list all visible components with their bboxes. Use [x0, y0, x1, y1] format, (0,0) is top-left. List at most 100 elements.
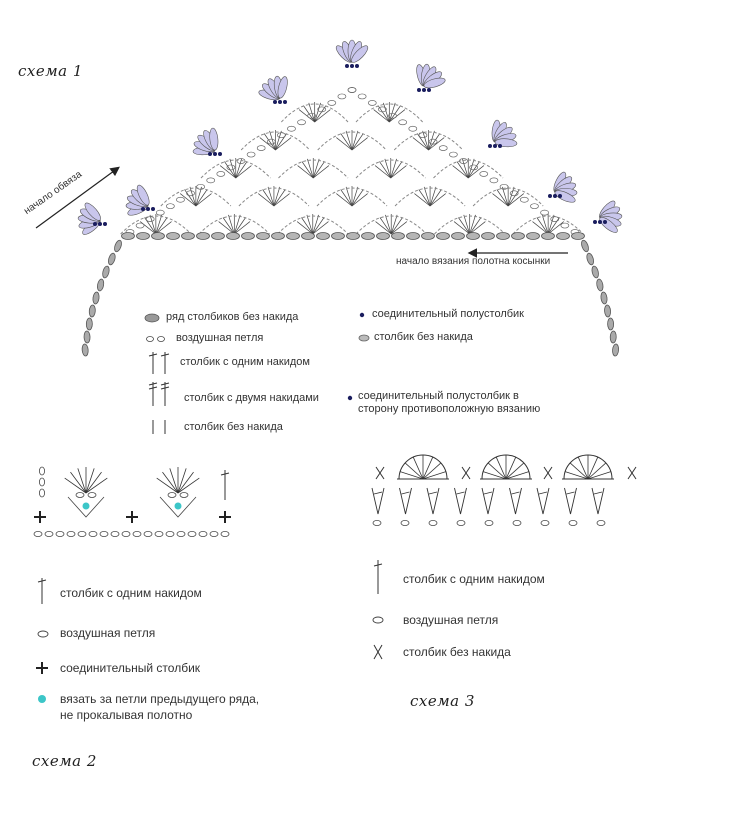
- chain-stitch: [110, 531, 120, 538]
- join-dot: [141, 207, 145, 211]
- fan-stitch: [273, 193, 290, 207]
- fan-stitch: [234, 221, 251, 235]
- edge-chain: [459, 158, 468, 164]
- fan-stitch: [577, 456, 589, 480]
- join-dot: [493, 144, 497, 148]
- edge-chain: [398, 119, 408, 126]
- edge-chain: [266, 138, 276, 145]
- fan-stitch: [384, 158, 392, 179]
- slip-stitch-cross-icon: [36, 662, 48, 674]
- fan-stitch: [351, 133, 364, 151]
- join-dot: [553, 194, 557, 198]
- scheme-1-legend-icons: [144, 312, 370, 434]
- edge-chain: [287, 125, 296, 132]
- fan-stitch: [547, 221, 565, 235]
- chain-stitch: [99, 531, 109, 538]
- edge-chain: [337, 93, 347, 100]
- fan-stitch: [229, 158, 237, 179]
- fan-stitch: [456, 161, 469, 179]
- s2-legend-chain: воздушная петля: [60, 626, 156, 640]
- join-dot: [218, 152, 222, 156]
- dc-bar: [566, 491, 575, 495]
- scheme-1-lace-flowers: [77, 39, 623, 235]
- edge-chain: [135, 222, 145, 229]
- fan-stitch: [547, 214, 555, 235]
- chain-stitch: [372, 520, 382, 527]
- edge-chain: [327, 100, 337, 106]
- fan-stitch: [267, 186, 275, 207]
- fan-stitch: [85, 477, 108, 494]
- v-stitch: [536, 487, 550, 515]
- fan-stitch: [547, 217, 560, 235]
- fan-stitch: [388, 102, 396, 123]
- base-row-stitch: [391, 232, 405, 240]
- fan-stitch: [428, 130, 435, 151]
- fan-stitch: [235, 161, 248, 179]
- chain-arch: [355, 159, 426, 179]
- scheme-1-fan-mesh: [120, 87, 584, 235]
- oval-filled-icon: [144, 313, 160, 323]
- chain-stitch: [121, 531, 131, 538]
- fan-stitch: [297, 165, 314, 179]
- chain-stitch: [39, 466, 46, 476]
- join-dot: [427, 88, 431, 92]
- join-dot: [213, 152, 217, 156]
- chain-stitch: [88, 531, 98, 538]
- edge-chain: [550, 216, 560, 222]
- chain-stitch: [87, 492, 97, 498]
- fan-stitch: [64, 477, 87, 494]
- edge-chain: [166, 203, 175, 210]
- edge-chain: [206, 177, 216, 184]
- fan-stitch: [340, 133, 353, 151]
- lace-flower: [593, 200, 623, 233]
- edge-chain: [388, 112, 397, 119]
- fan-stitch: [301, 217, 314, 235]
- chain-stitch: [44, 531, 54, 538]
- fan-stitch: [233, 214, 241, 235]
- chain-stitch: [33, 531, 43, 538]
- fan-stitch: [414, 193, 431, 207]
- edging-chain-stitch: [581, 239, 589, 253]
- fan-stitch: [351, 130, 359, 151]
- fan-stitch: [423, 186, 431, 207]
- chain-arch: [434, 215, 506, 235]
- legend-slip-reverse: соединительный полустолбик в: [358, 390, 519, 402]
- chain-arch: [355, 215, 427, 235]
- fan-stitch: [390, 165, 407, 179]
- v-stitch: [454, 487, 467, 515]
- base-row-stitch: [286, 232, 300, 240]
- edge-chain: [317, 106, 327, 113]
- edge-chain: [540, 209, 549, 216]
- base-row-stitch: [526, 232, 540, 240]
- dc-stitch: [220, 472, 230, 476]
- fan-stitch: [235, 165, 252, 179]
- base-row-stitch: [256, 232, 270, 240]
- base-row-stitch: [271, 232, 285, 240]
- lace-flower: [77, 202, 107, 235]
- chain-stitch: [39, 477, 46, 487]
- edge-chain: [145, 216, 155, 222]
- fan-stitch: [351, 186, 359, 207]
- edging-chain-stitch: [607, 317, 615, 331]
- chain-arch: [278, 159, 349, 179]
- fan-stitch: [351, 137, 368, 151]
- fan-stitch: [422, 471, 446, 480]
- chain-stitch: [187, 531, 197, 538]
- join-dot: [350, 64, 354, 68]
- base-row-stitch: [331, 232, 345, 240]
- sc-x-stitch: [375, 466, 385, 480]
- base-row-stitch: [346, 232, 360, 240]
- lace-flower: [335, 39, 369, 68]
- fan-stitch: [70, 471, 87, 494]
- legend-slip: соединительный полустолбик: [372, 308, 524, 320]
- dc-bar: [593, 491, 603, 495]
- chain-stitch: [596, 520, 606, 527]
- fan-stitch: [77, 468, 87, 494]
- dc-bar: [401, 491, 410, 495]
- edging-chain-stitch: [114, 239, 122, 253]
- fan-stitch: [468, 165, 485, 179]
- chain-oval-icon: [157, 336, 165, 342]
